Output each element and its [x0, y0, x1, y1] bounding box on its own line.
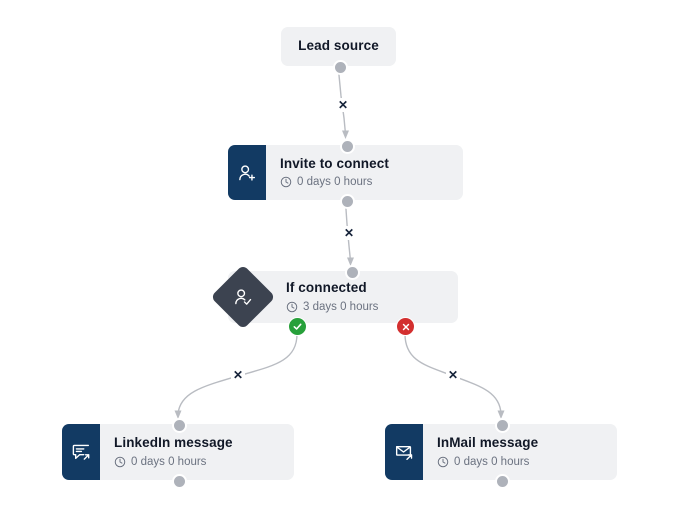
node-if-connected-diamond[interactable]: [210, 264, 276, 330]
person-add-icon: [236, 162, 258, 184]
node-invite-body: Invite to connect 0 days 0 hours: [266, 145, 389, 200]
port-invite-input[interactable]: [340, 139, 355, 154]
node-if-connected-body: If connected 3 days 0 hours: [274, 271, 378, 323]
node-linkedin-body: LinkedIn message 0 days 0 hours: [100, 424, 233, 480]
clock-icon: [437, 456, 449, 468]
close-icon: [402, 323, 409, 330]
chat-bubble-arrow-icon: [70, 441, 92, 463]
node-lead-source[interactable]: Lead source: [281, 27, 396, 66]
node-invite-icon-tile: [228, 145, 266, 200]
branch-badge-no[interactable]: [396, 317, 415, 336]
port-if-connected-input[interactable]: [345, 265, 360, 280]
port-invite-output[interactable]: [340, 194, 355, 209]
node-inmail-message[interactable]: InMail message 0 days 0 hours: [385, 424, 617, 480]
clock-icon: [286, 301, 298, 313]
port-linkedin-output[interactable]: [172, 474, 187, 489]
node-lead-source-title: Lead source: [298, 38, 379, 54]
check-icon: [293, 323, 302, 330]
person-check-icon: [232, 286, 254, 308]
edge-delete-lead-to-invite[interactable]: ✕: [336, 98, 350, 112]
node-invite-title: Invite to connect: [280, 155, 389, 171]
clock-icon: [114, 456, 126, 468]
node-inmail-icon-tile: [385, 424, 423, 480]
node-if-connected-delay-text: 3 days 0 hours: [303, 300, 379, 313]
node-linkedin-delay-text: 0 days 0 hours: [131, 455, 207, 468]
port-linkedin-input[interactable]: [172, 418, 187, 433]
node-invite-delay-text: 0 days 0 hours: [297, 176, 373, 189]
node-linkedin-icon-tile: [62, 424, 100, 480]
node-inmail-body: InMail message 0 days 0 hours: [423, 424, 538, 480]
port-inmail-output[interactable]: [495, 474, 510, 489]
node-linkedin-delay: 0 days 0 hours: [114, 456, 233, 468]
node-linkedin-message[interactable]: LinkedIn message 0 days 0 hours: [62, 424, 294, 480]
clock-icon: [280, 177, 292, 188]
edge-delete-yes-to-linkedin[interactable]: ✕: [231, 368, 245, 382]
edge-delete-no-to-inmail[interactable]: ✕: [446, 368, 460, 382]
node-inmail-delay-text: 0 days 0 hours: [454, 455, 530, 468]
port-lead-source-output[interactable]: [333, 60, 348, 75]
branch-badge-yes[interactable]: [288, 317, 307, 336]
node-invite-to-connect[interactable]: Invite to connect 0 days 0 hours: [228, 145, 463, 200]
envelope-arrow-icon: [393, 441, 415, 463]
node-inmail-delay: 0 days 0 hours: [437, 456, 538, 468]
node-if-connected-delay: 3 days 0 hours: [286, 301, 378, 313]
node-if-connected-title: If connected: [286, 280, 367, 296]
node-invite-delay: 0 days 0 hours: [280, 176, 389, 188]
edge-delete-invite-to-ifconnected[interactable]: ✕: [342, 226, 356, 240]
port-inmail-input[interactable]: [495, 418, 510, 433]
node-linkedin-title: LinkedIn message: [114, 435, 233, 451]
node-inmail-title: InMail message: [437, 435, 539, 451]
edge-arrow-invite: [342, 130, 349, 139]
